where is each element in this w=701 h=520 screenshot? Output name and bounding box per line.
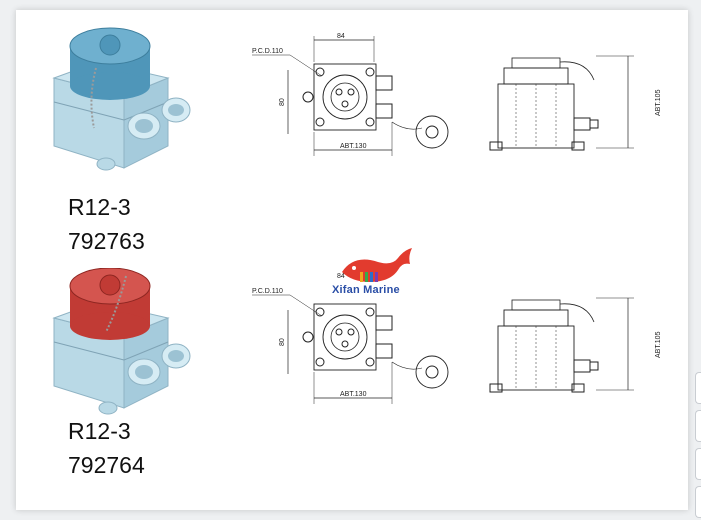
side-tab[interactable]	[695, 410, 701, 442]
side-view-drawing-1: ABT.105	[489, 55, 662, 151]
width-dimension: 84	[337, 273, 345, 280]
top-view-drawing-2: P.C.D.110 84 80 ABT.130	[252, 273, 449, 404]
product-photo-red-cap	[52, 268, 191, 415]
side-tab[interactable]	[695, 486, 701, 518]
product-model-1: R12-3	[68, 194, 131, 220]
length-dimension: ABT.130	[340, 143, 367, 150]
content-card: R12-3 792763 R12-3 792764 84 P.C.D.110 8…	[16, 10, 688, 510]
length-dimension: ABT.130	[340, 391, 367, 398]
side-height-dimension: ABT.105	[655, 89, 662, 116]
product-code-1: 792763	[68, 228, 145, 254]
side-tab[interactable]	[695, 448, 701, 480]
width-dimension: 84	[337, 33, 345, 40]
pcd-label: P.C.D.110	[252, 288, 283, 295]
height-dimension: 80	[279, 98, 286, 106]
pcd-label: P.C.D.110	[252, 48, 283, 55]
cap-bottom	[70, 72, 150, 100]
height-dimension: 80	[279, 338, 286, 346]
watermark-text: Xifan Marine	[332, 284, 400, 296]
side-view-drawing-2: ABT.105	[489, 297, 662, 393]
top-view-drawing-1: 84 P.C.D.110 80 ABT.130	[252, 33, 449, 156]
product-code-2: 792764	[68, 452, 145, 478]
product-photo-blue-cap	[52, 27, 191, 171]
whale-logo-icon	[342, 248, 412, 282]
side-height-dimension: ABT.105	[655, 331, 662, 358]
side-tab[interactable]	[695, 372, 701, 404]
cap-bottom	[70, 312, 150, 340]
product-model-2: R12-3	[68, 418, 131, 444]
